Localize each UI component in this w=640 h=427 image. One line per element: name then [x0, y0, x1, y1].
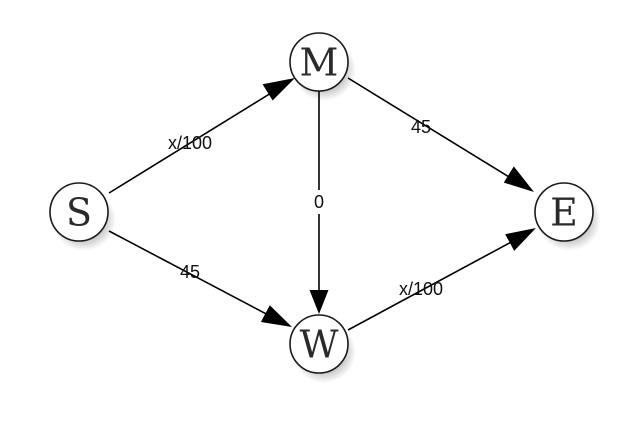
arrowhead-m-e: [503, 166, 534, 192]
arrowhead-s-m: [262, 78, 295, 101]
edge-label-w-e: x/100: [399, 279, 443, 299]
node-s: S: [49, 182, 116, 251]
edge-s-w: [108, 230, 292, 327]
edge-w-e: [347, 228, 536, 331]
node-label-m: M: [300, 41, 339, 85]
node-label-s: S: [66, 191, 92, 235]
edge-label-s-m: x/100: [168, 133, 212, 153]
edge-label-s-w: 45: [180, 262, 200, 282]
edge-label-m-w: 0: [314, 192, 324, 212]
node-label-e: E: [550, 191, 578, 235]
node-e: E: [534, 182, 601, 251]
node-w: W: [289, 314, 356, 383]
node-m: M: [289, 32, 356, 101]
arrowhead-m-w: [309, 290, 329, 314]
edge-s-m: [108, 78, 295, 194]
node-label-w: W: [299, 323, 338, 367]
edge-m-e: [347, 77, 534, 192]
edge-label-m-e: 45: [411, 117, 431, 137]
arrowhead-s-w: [260, 305, 292, 327]
arrowhead-w-e: [505, 228, 536, 251]
